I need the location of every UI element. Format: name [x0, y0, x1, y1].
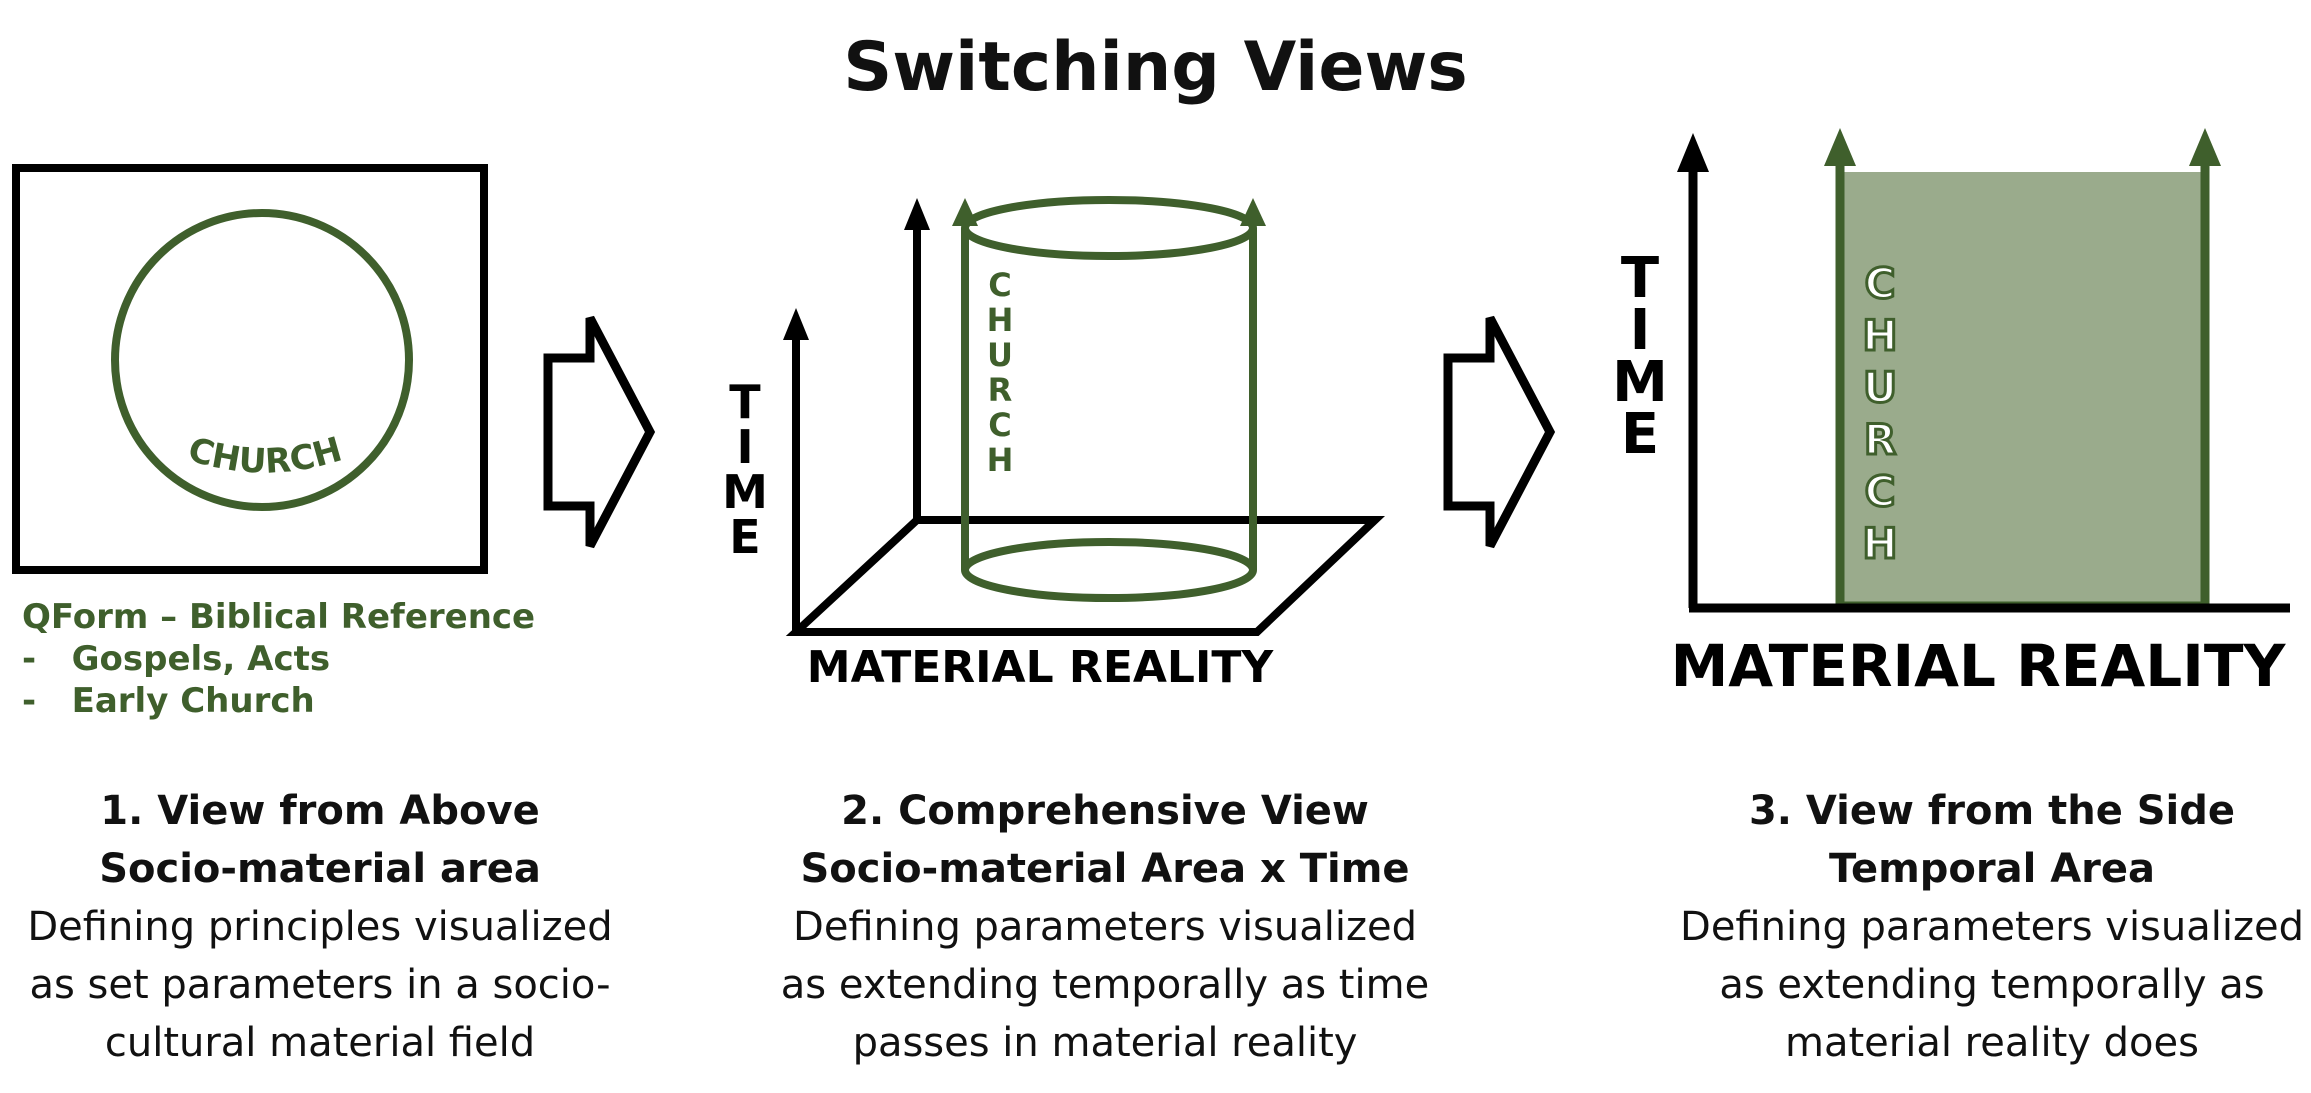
vertical-label-letter: H — [987, 301, 1014, 339]
caption-subheading: Socio-material Area x Time — [800, 846, 1410, 892]
material-reality-plane — [785, 516, 1386, 636]
area-arrowhead-right — [2189, 128, 2221, 166]
vertical-label-letter: R — [988, 371, 1013, 409]
vertical-label-letter: C — [988, 406, 1011, 444]
reference-item: - Gospels, Acts — [22, 639, 331, 679]
vertical-label-letter: I — [1630, 298, 1651, 363]
caption-line: Defining principles visualized — [27, 904, 613, 950]
cylinder-arrowhead-left — [952, 198, 978, 226]
time-axis-arrowhead — [1677, 133, 1709, 172]
vertical-label-letter: E — [729, 510, 760, 564]
caption-comprehensive-view: 2. Comprehensive View Socio-material Are… — [755, 782, 1455, 1072]
vertical-label-letter: U — [1863, 363, 1897, 412]
caption-line: as set parameters in a socio- — [29, 962, 611, 1008]
panel-2-axes — [783, 198, 1386, 636]
caption-heading: 3. View from the Side — [1748, 788, 2236, 834]
caption-view-from-above: 1. View from Above Socio-material area D… — [0, 782, 670, 1072]
biblical-reference: QForm – Biblical Reference - Gospels, Ac… — [22, 596, 535, 722]
page-title: Switching Views — [843, 28, 1468, 107]
caption-line: as extending temporally as — [1719, 962, 2265, 1008]
reference-item: - Early Church — [22, 681, 315, 721]
vertical-label-letter: T — [729, 375, 761, 429]
vertical-label-letter: H — [1862, 519, 1897, 568]
caption-heading: 2. Comprehensive View — [841, 788, 1369, 834]
church-cylinder — [952, 196, 1266, 602]
vertical-label-letter: C — [1865, 259, 1896, 308]
caption-subheading: Temporal Area — [1828, 846, 2156, 892]
reference-title: QForm – Biblical Reference — [22, 597, 536, 637]
panel-3-axes — [1677, 128, 2290, 613]
church-circle — [111, 209, 413, 511]
transition-arrow-2 — [1443, 315, 1556, 549]
vertical-label-letter: C — [1865, 467, 1896, 516]
vertical-label-letter: U — [987, 336, 1013, 374]
caption-line: Defining parameters visualized — [793, 904, 1417, 950]
material-reality-axis-label: MATERIAL REALITY — [1671, 632, 2287, 700]
vertical-label-letter: E — [1621, 402, 1659, 467]
vertical-label-letter: R — [1864, 415, 1896, 464]
caption-view-from-side: 3. View from the Side Temporal Area Defi… — [1642, 782, 2311, 1072]
transition-arrow-1 — [543, 315, 656, 549]
caption-line: cultural material field — [104, 1020, 536, 1066]
area-arrowhead-left — [1824, 128, 1856, 166]
church-temporal-area — [1840, 172, 2205, 606]
vertical-label-letter: C — [988, 266, 1011, 304]
socio-material-field-box — [12, 164, 488, 574]
vertical-label-letter: H — [987, 441, 1014, 479]
caption-line: passes in material reality — [852, 1020, 1358, 1066]
vertical-label-letter: M — [1612, 350, 1668, 415]
caption-heading: 1. View from Above — [100, 788, 540, 834]
time-axis-arrowhead-back — [904, 198, 930, 230]
material-reality-axis-label: MATERIAL REALITY — [807, 642, 1275, 693]
caption-line: as extending temporally as time — [780, 962, 1430, 1008]
vertical-label-letter: H — [1862, 311, 1897, 360]
vertical-label-letter: M — [722, 465, 768, 519]
vertical-label-letter: T — [1621, 246, 1659, 311]
caption-line: Defining parameters visualized — [1680, 904, 2304, 950]
time-axis-arrowhead-front — [783, 308, 809, 340]
vertical-label-letter: I — [736, 420, 753, 474]
church-circle-label: CHURCH — [184, 430, 347, 482]
caption-subheading: Socio-material area — [99, 846, 541, 892]
cylinder-arrowhead-right — [1240, 198, 1266, 226]
caption-line: material reality does — [1785, 1020, 2199, 1066]
